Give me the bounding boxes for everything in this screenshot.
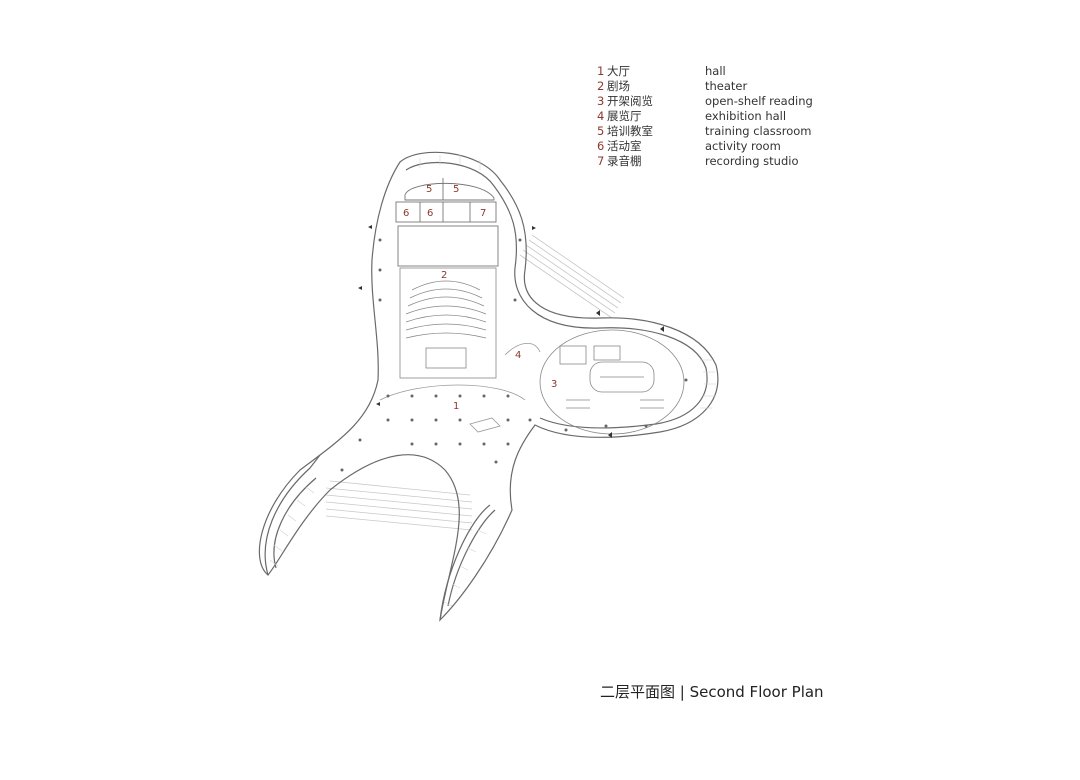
legend-chinese: 录音棚 <box>607 154 642 168</box>
room-label-classroom-2: 5 <box>453 184 459 195</box>
legend-row: 3 开架阅览 open-shelf reading <box>597 94 813 109</box>
legend-number: 7 <box>597 154 605 168</box>
legend-row: 2 剧场 theater <box>597 79 813 94</box>
legend-row: 5 培训教室 training classroom <box>597 124 813 139</box>
hall-details <box>379 342 541 433</box>
structural-columns <box>340 238 688 472</box>
room-label-exhibition: 4 <box>515 350 521 361</box>
top-wing-rooms <box>395 178 499 267</box>
room-label-reading: 3 <box>551 379 557 390</box>
legend-chinese: 剧场 <box>607 79 630 93</box>
legend-chinese: 开架阅览 <box>607 94 653 108</box>
room-label-theater: 2 <box>441 270 447 281</box>
room-label-activity-1: 6 <box>403 208 409 219</box>
legend-english: recording studio <box>705 154 799 168</box>
facade-hatching <box>269 155 716 607</box>
legend-number: 1 <box>597 64 605 78</box>
room-label-hall: 1 <box>453 401 459 412</box>
room-labels: 1 2 3 4 5 5 6 6 7 <box>403 184 557 412</box>
legend-chinese: 培训教室 <box>607 124 653 138</box>
legend-english: activity room <box>705 139 781 153</box>
theater-seating <box>399 267 497 379</box>
legend-number: 5 <box>597 124 605 138</box>
legend-number: 3 <box>597 94 605 108</box>
legend-english: open-shelf reading <box>705 94 813 108</box>
legend-row: 7 录音棚 recording studio <box>597 154 813 169</box>
room-label-studio: 7 <box>480 208 486 219</box>
legend-number: 6 <box>597 139 605 153</box>
plan-caption: 二层平面图 | Second Floor Plan <box>600 683 824 701</box>
legend-number: 4 <box>597 109 605 123</box>
room-label-classroom-1: 5 <box>426 184 432 195</box>
legend-english: exhibition hall <box>705 109 787 123</box>
reading-wing <box>539 329 685 435</box>
legend-english: theater <box>705 79 748 93</box>
legend-row: 4 展览厅 exhibition hall <box>597 109 813 124</box>
legend-chinese: 大厅 <box>607 64 630 78</box>
building-outline <box>258 151 719 622</box>
legend-number: 2 <box>597 79 605 93</box>
hatched-walkways <box>325 234 625 531</box>
room-label-activity-2: 6 <box>427 208 433 219</box>
legend-english: training classroom <box>705 124 812 138</box>
legend-chinese: 展览厅 <box>607 109 642 123</box>
legend: 1 大厅 hall 2 剧场 theater 3 开架阅览 open-shelf… <box>597 64 813 169</box>
legend-chinese: 活动室 <box>607 139 642 153</box>
entrance-markers <box>358 225 664 438</box>
legend-english: hall <box>705 64 726 78</box>
legend-row: 1 大厅 hall <box>597 64 813 79</box>
legend-row: 6 活动室 activity room <box>597 139 813 154</box>
